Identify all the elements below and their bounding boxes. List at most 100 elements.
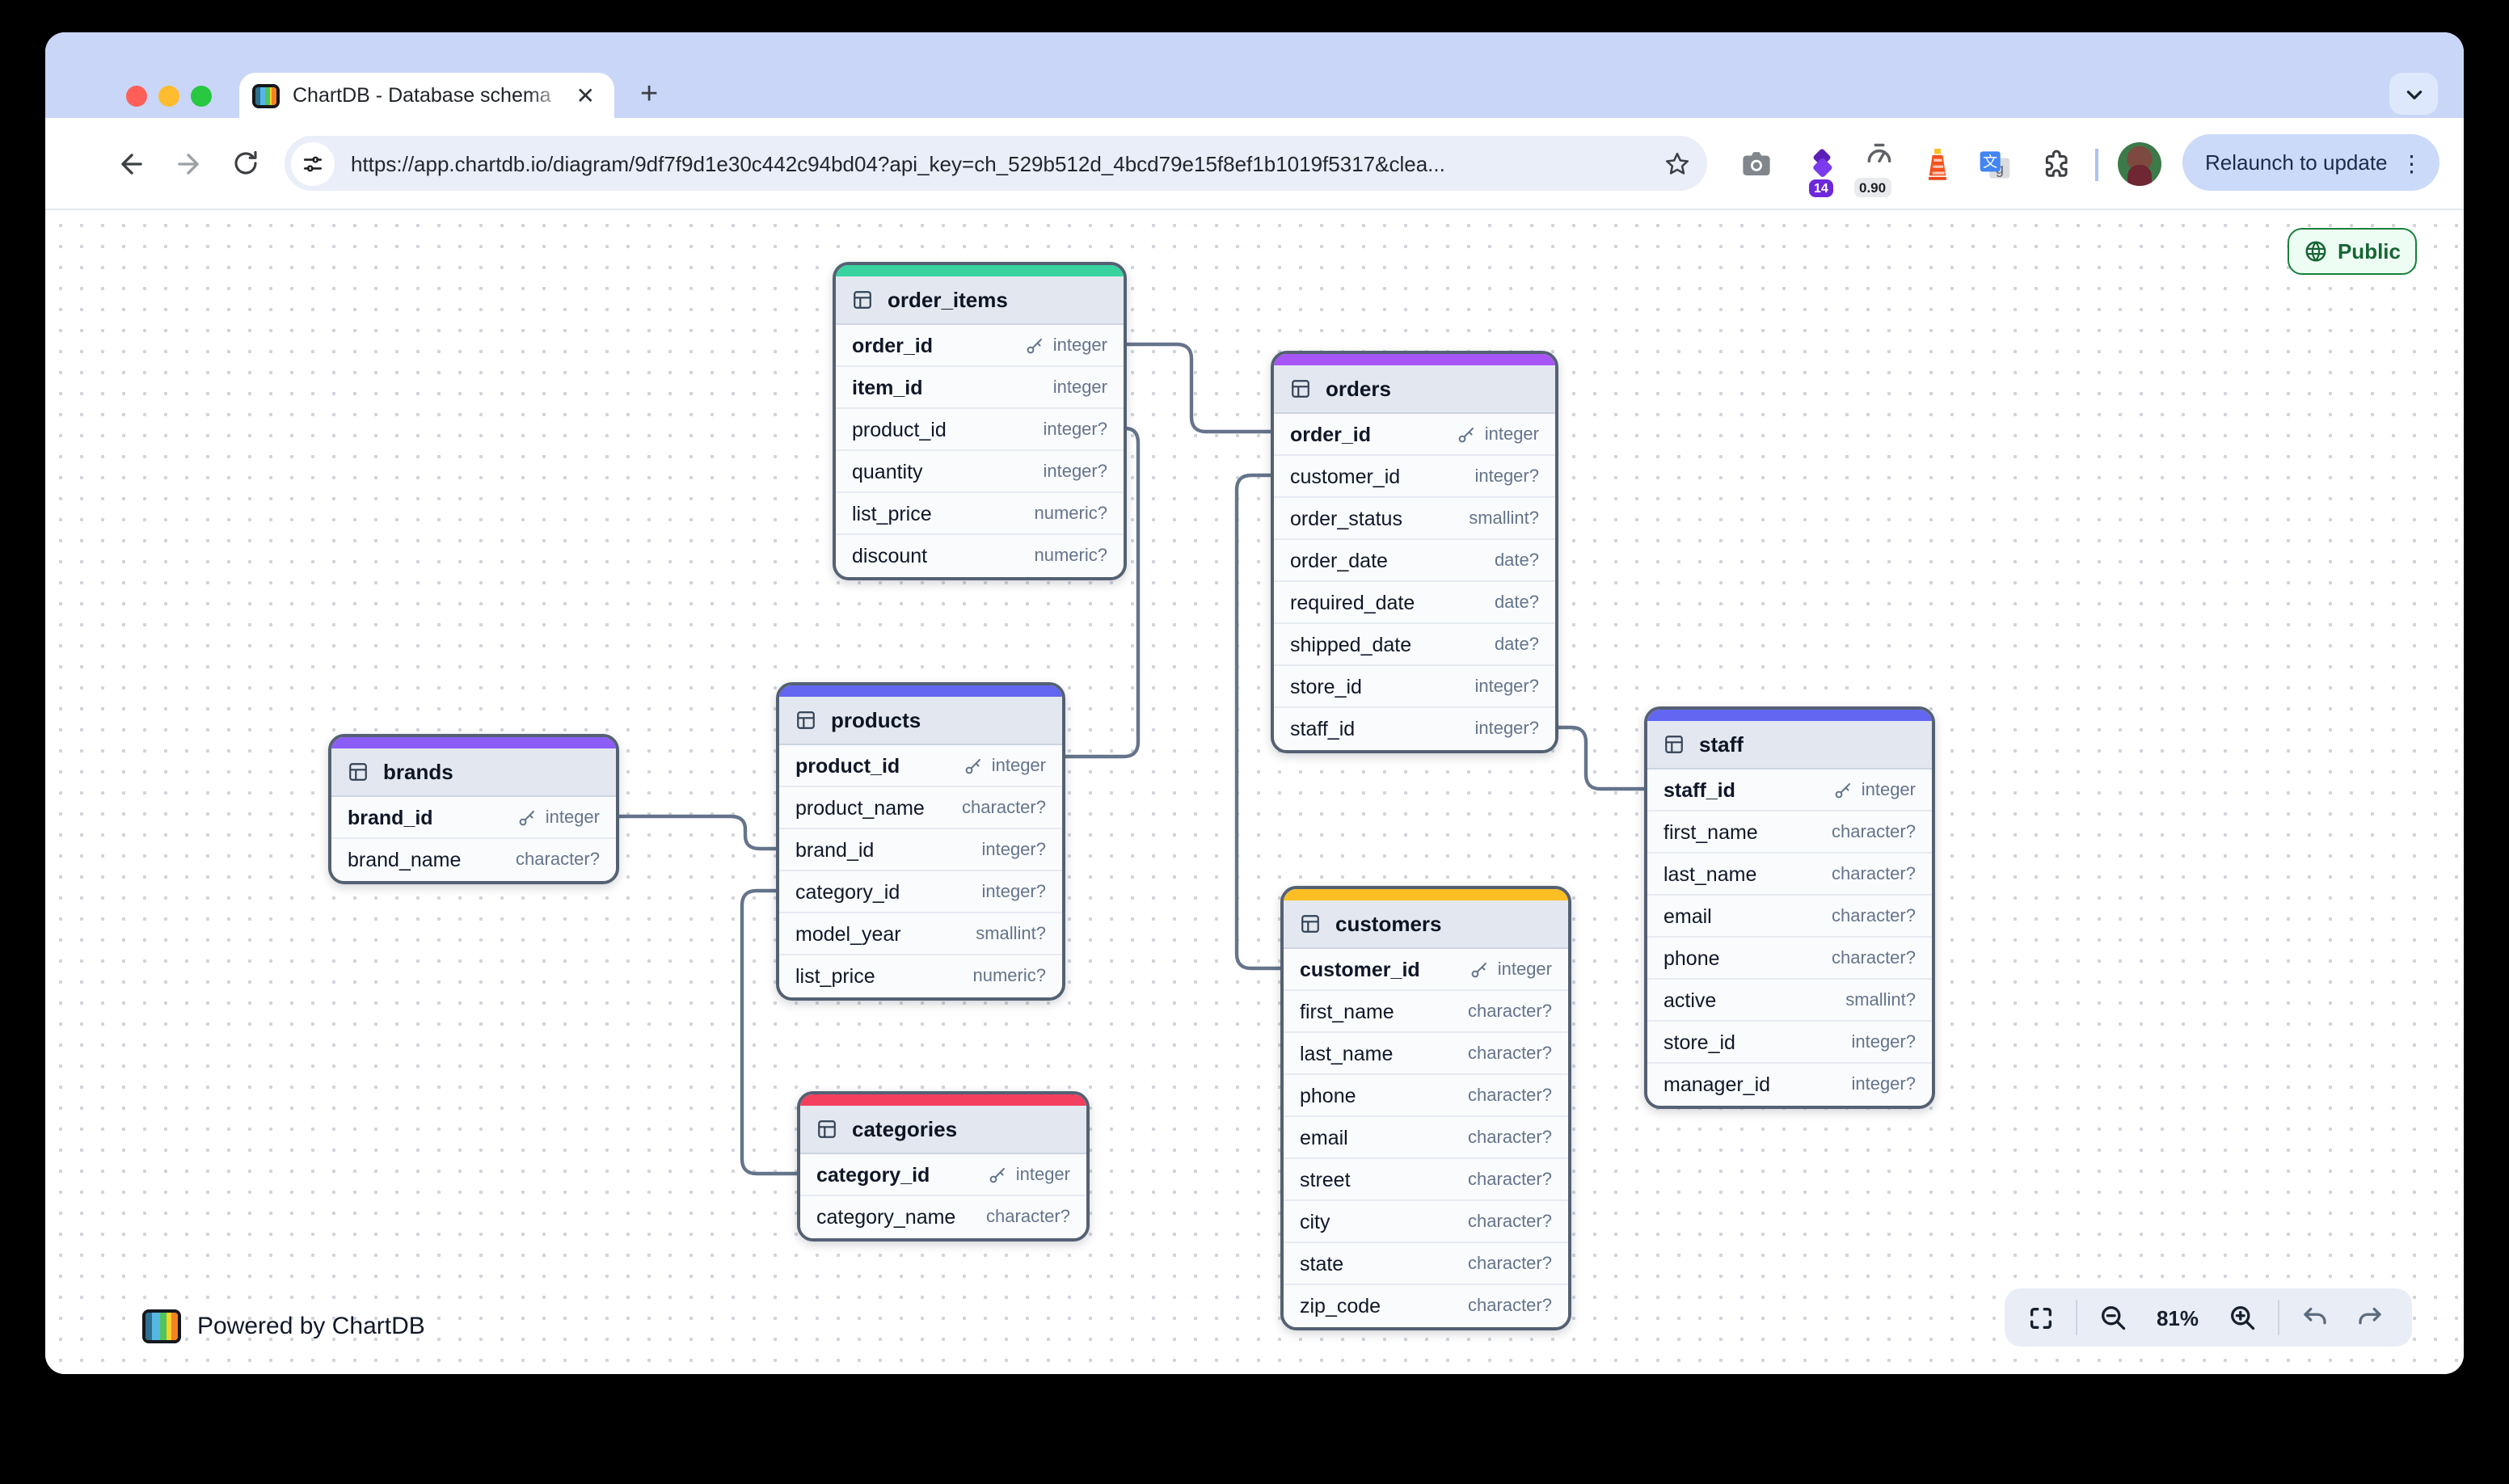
- table-header[interactable]: brands: [331, 748, 616, 797]
- edge-brands-products[interactable]: [617, 814, 778, 851]
- tab-search-button[interactable]: [2389, 73, 2438, 115]
- relaunch-button[interactable]: Relaunch to update ⋮: [2182, 134, 2439, 191]
- undo-button[interactable]: [2296, 1298, 2334, 1337]
- tab-title: ChartDB - Database schema: [293, 84, 570, 107]
- extension-dia-button[interactable]: 14: [1799, 118, 1845, 210]
- table-header[interactable]: staff: [1647, 721, 1932, 769]
- forward-button[interactable]: [163, 139, 212, 188]
- url-bar[interactable]: https://app.chartdb.io/diagram/9df7f9d1e…: [285, 136, 1707, 191]
- window-close-button[interactable]: [126, 86, 147, 107]
- browser-tab[interactable]: ChartDB - Database schema ✕: [239, 73, 614, 118]
- browser-menu-icon[interactable]: ⋮: [2400, 150, 2423, 175]
- zoom-out-button[interactable]: [2094, 1298, 2132, 1337]
- edge-products-categories[interactable]: [740, 888, 799, 1176]
- bookmark-star-button[interactable]: [1664, 150, 1691, 177]
- window-zoom-button[interactable]: [191, 86, 212, 107]
- table-header[interactable]: products: [779, 697, 1062, 745]
- table-header[interactable]: categories: [800, 1106, 1086, 1154]
- table-header[interactable]: orders: [1274, 365, 1555, 414]
- primary-key-icon: [990, 1167, 1006, 1183]
- window-minimize-button[interactable]: [158, 86, 179, 107]
- fit-view-button[interactable]: [2021, 1298, 2060, 1337]
- table-icon: [1292, 380, 1309, 398]
- extension-translate-button[interactable]: g 文: [1972, 118, 2018, 210]
- extensions-menu-button[interactable]: [2034, 118, 2079, 210]
- zoom-in-button[interactable]: [2223, 1298, 2262, 1337]
- browser-toolbar: https://app.chartdb.io/diagram/9df7f9d1e…: [45, 118, 2464, 210]
- extension-lighthouse-button[interactable]: [1914, 118, 1959, 210]
- redo-button[interactable]: [2351, 1298, 2389, 1337]
- edge-order_items-products[interactable]: [1063, 426, 1141, 759]
- primary-key-icon: [1459, 427, 1474, 442]
- extension-gauge-button[interactable]: 0.90: [1854, 118, 1903, 210]
- powered-by-chartdb-link[interactable]: Powered by ChartDB: [142, 1309, 425, 1343]
- new-tab-button[interactable]: +: [640, 78, 659, 112]
- table-header[interactable]: customers: [1284, 900, 1568, 949]
- edge-orders-customers[interactable]: [1234, 473, 1283, 971]
- reload-button[interactable]: [221, 139, 270, 188]
- field-name: first_name: [1300, 1000, 1394, 1022]
- tab-close-icon[interactable]: ✕: [576, 82, 595, 108]
- url-text[interactable]: https://app.chartdb.io/diagram/9df7f9d1e…: [351, 151, 1445, 175]
- profile-avatar[interactable]: [2118, 142, 2161, 186]
- field-type: date?: [1494, 592, 1539, 612]
- zoom-out-icon: [2102, 1306, 2126, 1330]
- back-button[interactable]: [107, 139, 155, 188]
- screenshot-tool-button[interactable]: [1733, 118, 1778, 210]
- edge-orders-staff[interactable]: [1556, 725, 1647, 791]
- edge-order_items-orders[interactable]: [1124, 342, 1273, 434]
- zoom-level-label[interactable]: 81%: [2156, 1305, 2199, 1330]
- site-settings-button[interactable]: [291, 141, 335, 185]
- table-header[interactable]: order_items: [836, 276, 1124, 325]
